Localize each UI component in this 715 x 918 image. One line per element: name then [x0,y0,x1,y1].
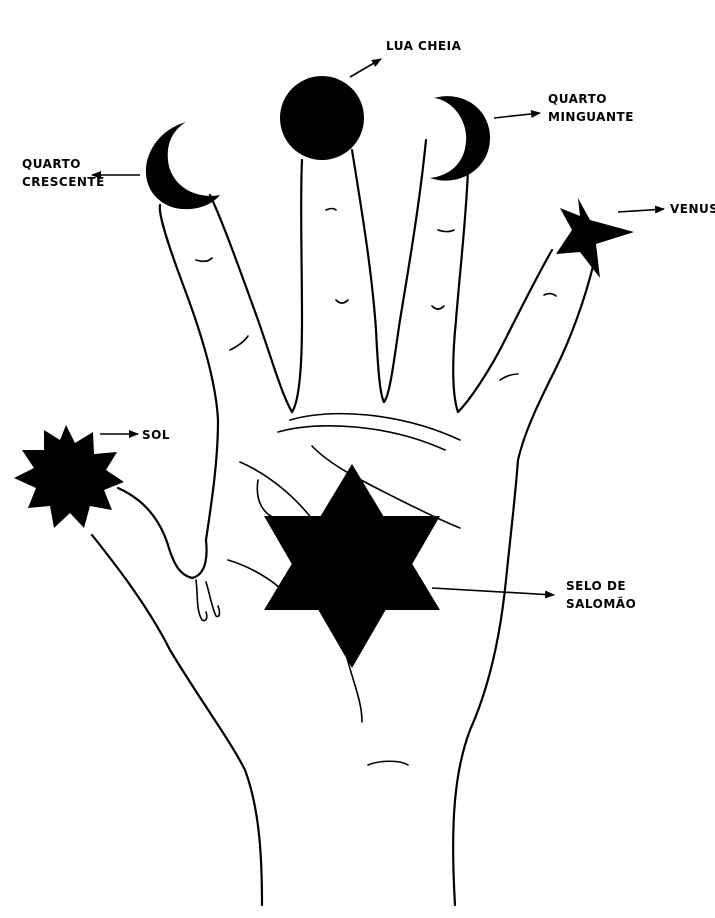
venus-star-icon [556,198,634,278]
sun-icon [14,425,124,528]
last-quarter-moon-icon [430,96,490,181]
thumb-outer-edge [92,535,262,905]
label-last-quarter-line2: MINGUANTE [548,110,634,124]
index-finger-outer [160,205,218,540]
label-seal-line1: SELO DE [566,579,626,593]
label-last-quarter-line1: QUARTO [548,92,607,106]
label-seal-line2: SALOMÃO [566,596,636,611]
first-quarter-moon-icon [146,122,220,209]
label-first-quarter-line2: CRESCENTE [22,175,105,189]
full-moon-icon [280,76,364,160]
label-first-quarter-line1: QUARTO [22,157,81,171]
ring-finger-left [384,140,426,402]
thumb-inner-edge [118,488,207,578]
palm-right-edge [453,460,518,905]
ring-finger-right [453,170,468,412]
middle-finger-right [352,150,384,402]
little-finger-left [458,250,552,412]
label-full-moon: LUA CHEIA [386,39,462,53]
palm-creases [196,209,556,766]
label-sun: SOL [142,428,170,442]
middle-finger-left [292,160,302,412]
label-venus: VENUS [670,202,715,216]
index-finger-inner [210,195,292,412]
